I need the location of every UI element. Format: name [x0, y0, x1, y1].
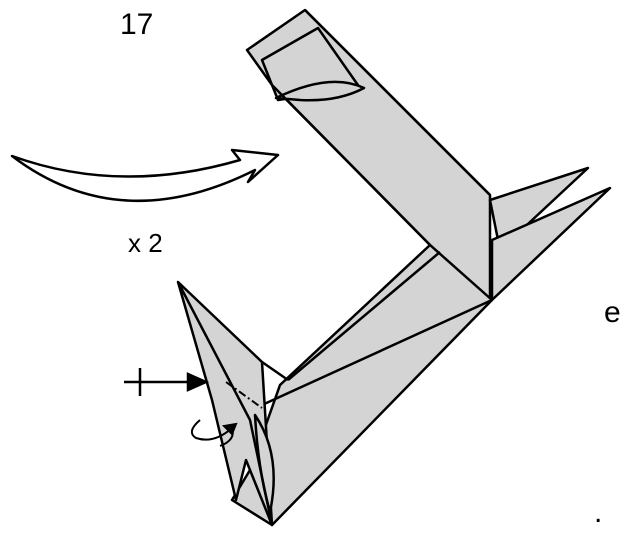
push-arrow-head: [186, 372, 210, 392]
rotate-arrow-head: [221, 422, 238, 436]
curved-arrow-shape: [10, 148, 280, 203]
mountain-fold-line: [225, 381, 263, 409]
right-flap-front: [490, 186, 612, 302]
left-point-inner: [176, 281, 274, 526]
repeat-label: x 2: [128, 228, 163, 258]
lower-body: [230, 243, 494, 527]
left-point-flap: [176, 280, 289, 527]
cropped-text-fragment: e: [604, 296, 621, 329]
left-point-notch: [261, 360, 289, 382]
curved-arrow-icon: [10, 148, 280, 203]
upper-arm-curl: [274, 80, 366, 102]
lower-body-crease: [287, 251, 441, 381]
upper-arm: [245, 8, 492, 302]
push-arrow-icon: [124, 368, 210, 396]
upper-arm-fold-line: [271, 84, 431, 246]
upper-arm-crease: [304, 9, 491, 196]
lower-body-edge: [261, 298, 493, 407]
rotate-arrow-path: [190, 419, 234, 447]
right-flaps: [488, 166, 612, 302]
step-number: 17: [120, 8, 154, 41]
rotate-arrow-icon: [190, 419, 238, 447]
cropped-mark-fragment: .: [594, 496, 603, 529]
left-point-face: [176, 280, 274, 527]
